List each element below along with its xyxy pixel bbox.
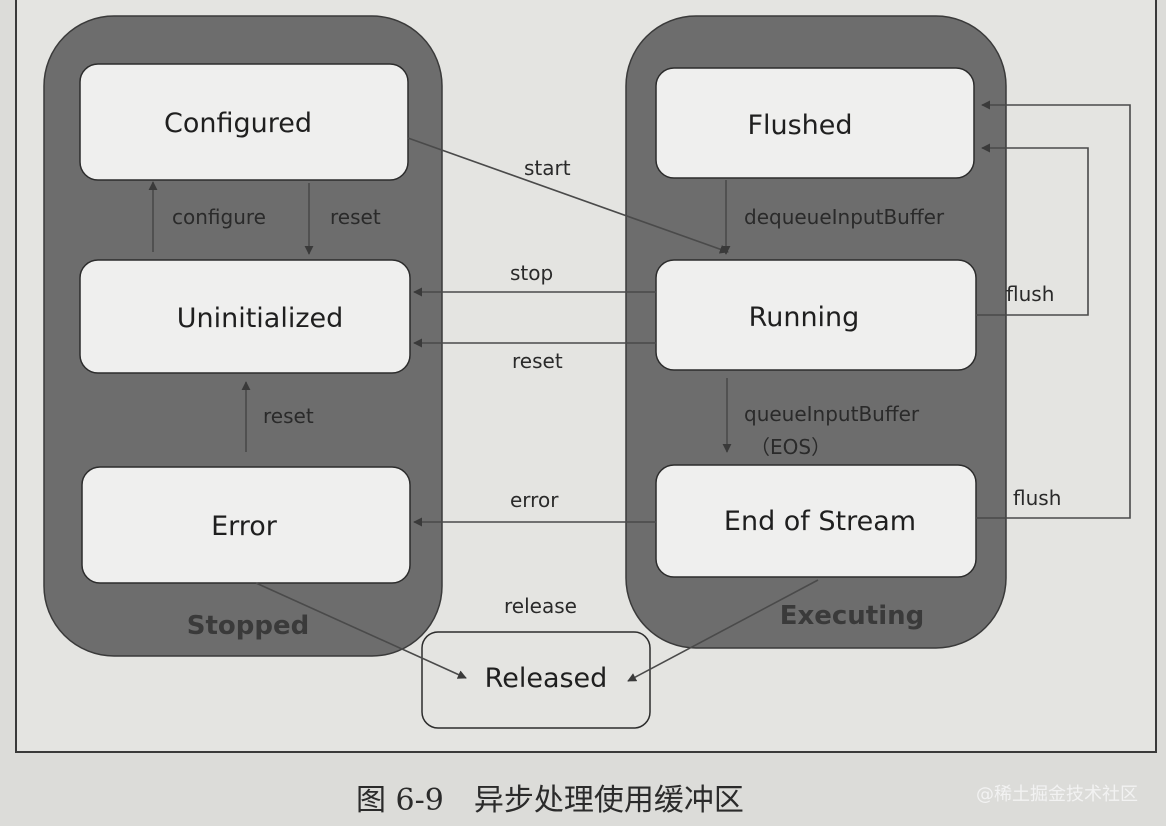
edge-release-label: release: [504, 594, 577, 618]
released-box: [421, 631, 651, 729]
uninitialized-box: [79, 259, 411, 374]
configured-box: [79, 63, 409, 181]
edge-release-executing: [627, 579, 819, 682]
running-label: Running: [749, 302, 860, 333]
end-of-stream-label: End of Stream: [724, 506, 916, 537]
edge-queue-label: queueInputBuffer: [744, 402, 920, 426]
edge-dequeue-label: dequeueInputBuffer: [744, 205, 945, 229]
edge-configure-label: configure: [172, 205, 266, 229]
flushed-box: [655, 67, 975, 179]
edges: configure reset reset start stop reset e…: [148, 100, 1131, 682]
error-box: [81, 466, 411, 584]
watermark: @稀土掘金技术社区: [976, 784, 1138, 805]
edge-flush-running-label: flush: [1006, 282, 1054, 306]
end-of-stream-box: [655, 464, 977, 578]
state-flushed: Flushed: [655, 67, 975, 179]
edge-stop-label: stop: [510, 261, 553, 285]
state-released: Released: [421, 631, 651, 729]
edge-start-label: start: [524, 156, 571, 180]
edge-flush-eos: [976, 100, 1131, 519]
edge-release-stopped: [255, 582, 467, 679]
edge-flush-eos-label: flush: [1013, 486, 1061, 510]
state-running: Running: [655, 259, 977, 371]
state-error: Error: [81, 466, 411, 584]
state-configured: Configured: [79, 63, 409, 181]
edge-queue-label-eos: （EOS）: [750, 435, 831, 459]
edge-reset-error-label: reset: [263, 404, 314, 428]
stopped-label: Stopped: [187, 611, 309, 641]
edge-reset-running-label: reset: [512, 349, 563, 373]
edge-reset-configured-label: reset: [330, 205, 381, 229]
executing-label: Executing: [780, 601, 925, 631]
figure-caption: 图 6-9 异步处理使用缓冲区: [356, 783, 744, 818]
uninitialized-label: Uninitialized: [177, 303, 344, 334]
state-end-of-stream: End of Stream: [655, 464, 977, 578]
flushed-label: Flushed: [747, 110, 852, 141]
edge-error-label: error: [510, 488, 559, 512]
configured-label: Configured: [164, 108, 312, 139]
state-uninitialized: Uninitialized: [79, 259, 411, 374]
edge-start: [407, 137, 729, 254]
released-label: Released: [485, 663, 608, 694]
error-label: Error: [211, 511, 278, 542]
edge-flush-running: [976, 143, 1089, 316]
